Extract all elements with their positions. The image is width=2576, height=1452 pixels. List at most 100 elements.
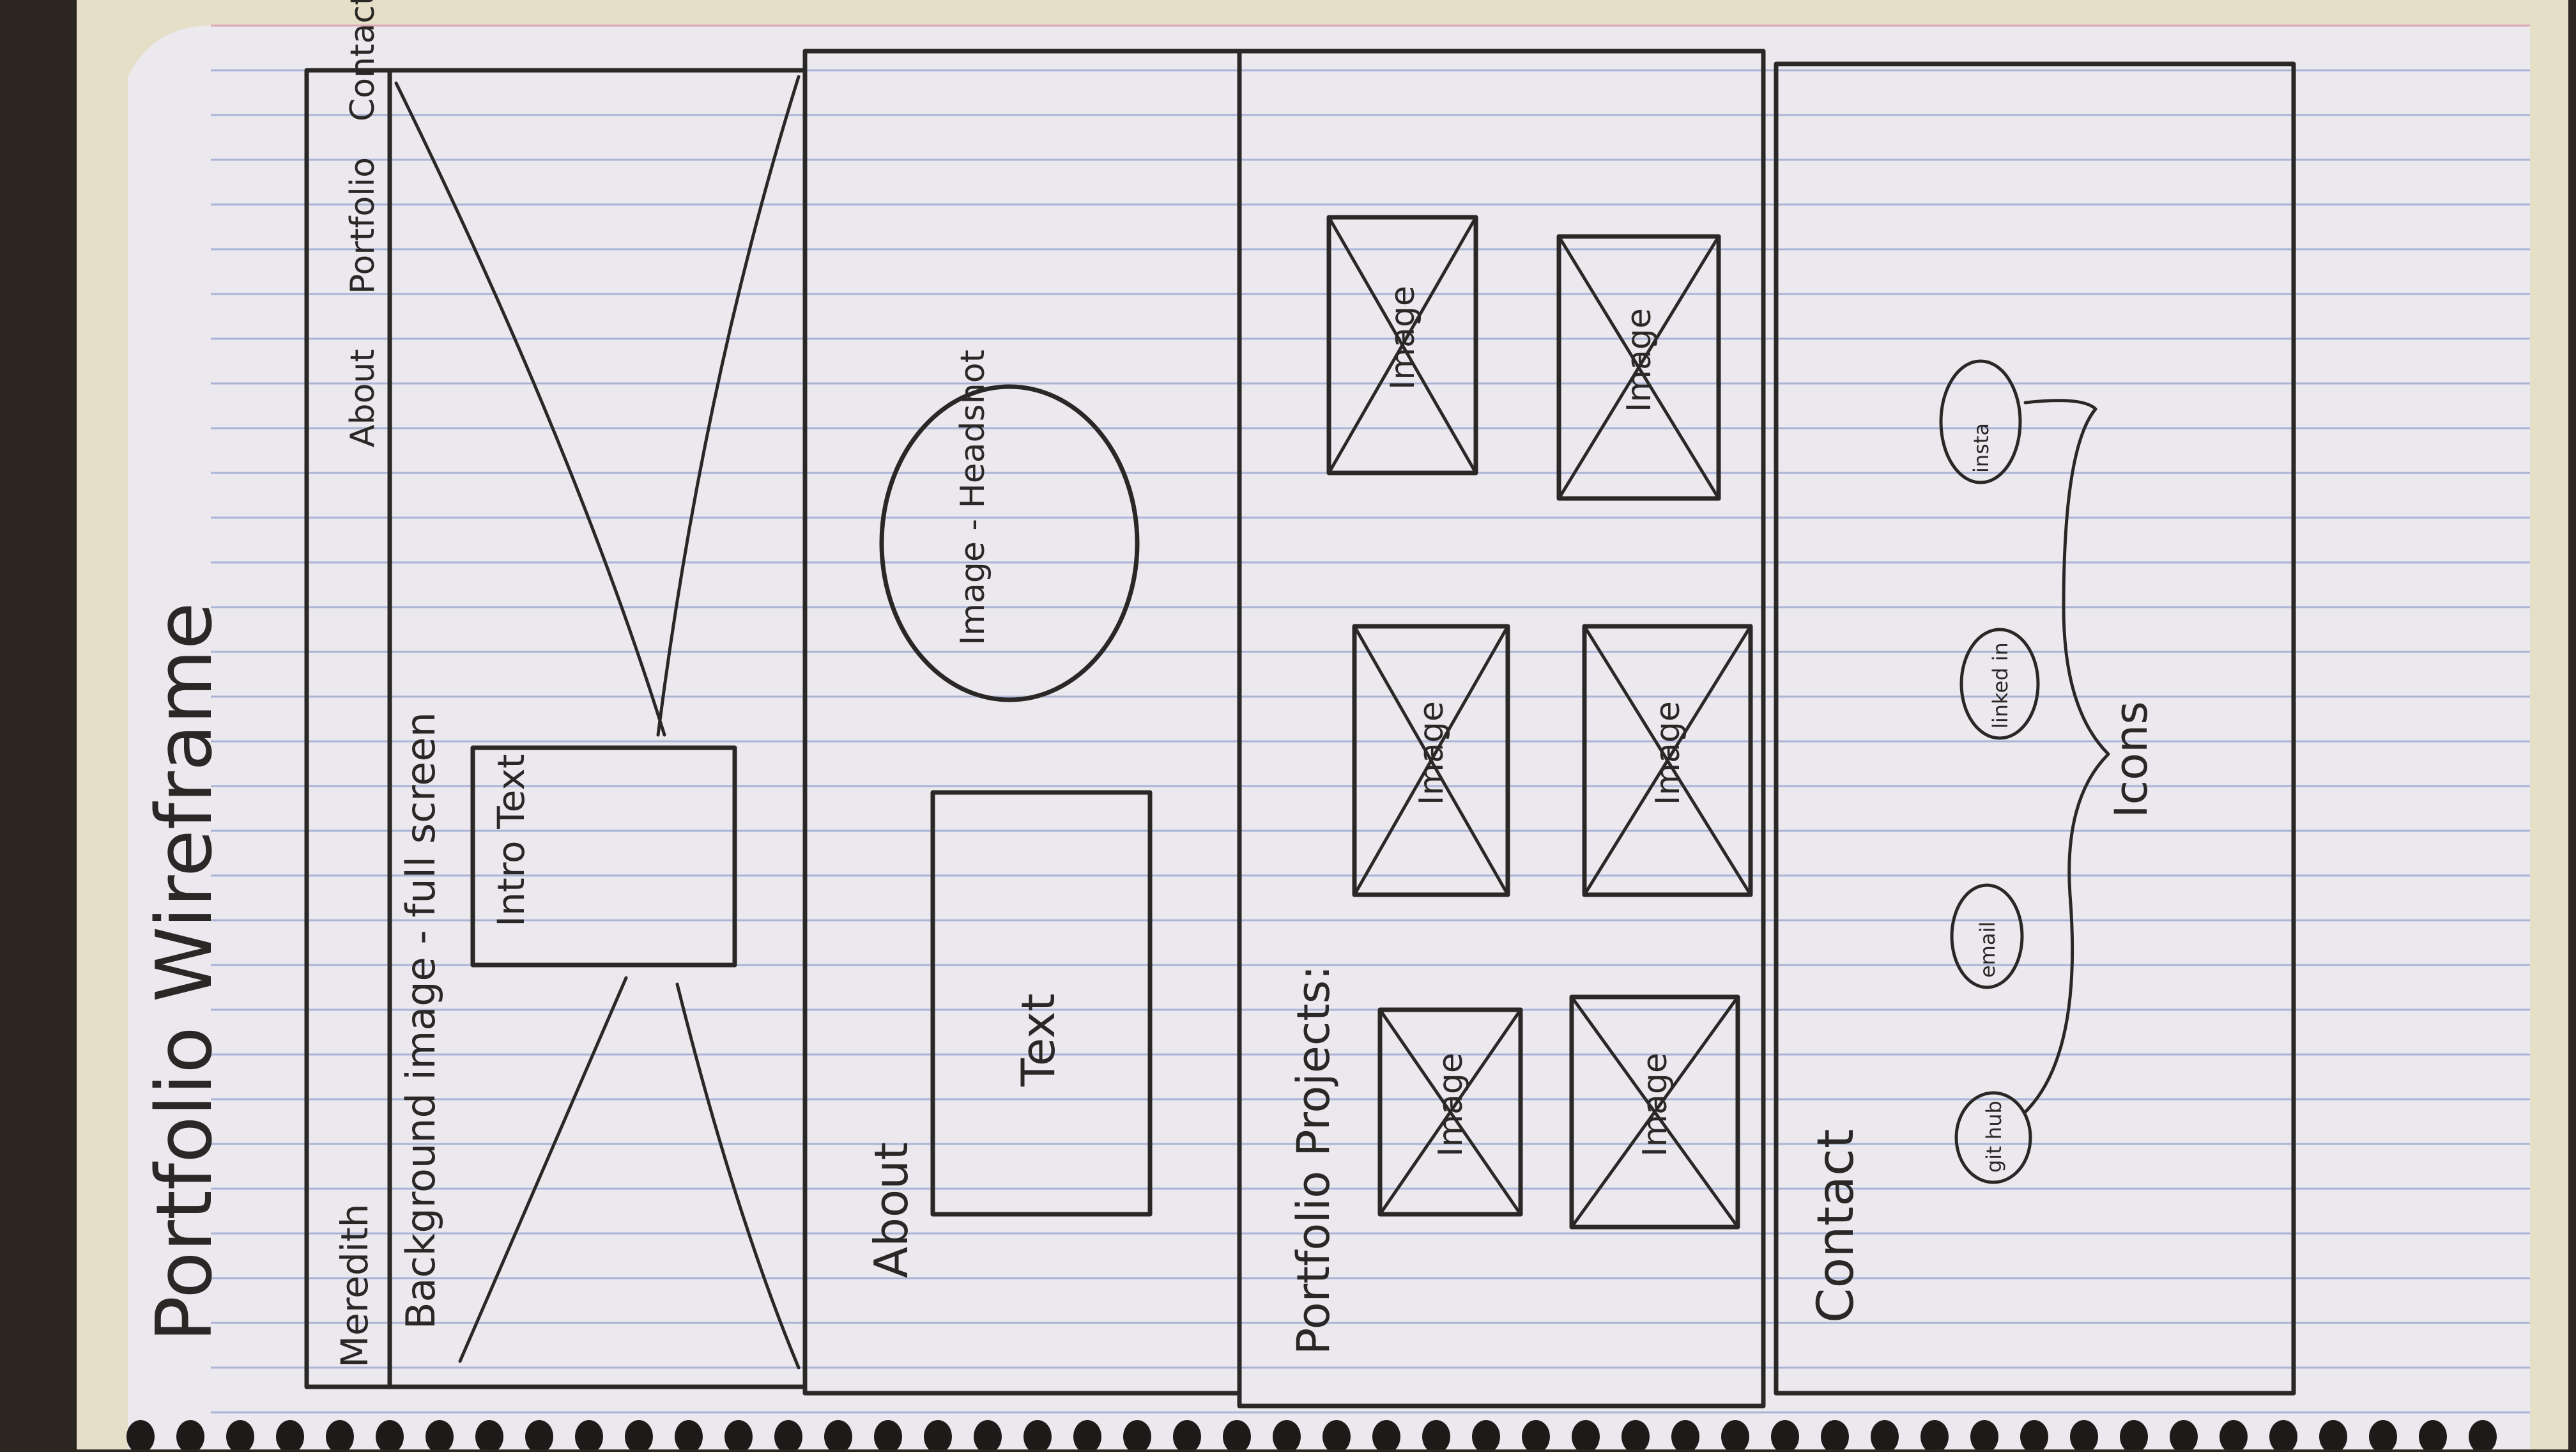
spiral-hole	[1223, 1420, 1251, 1452]
notebook-page	[128, 26, 2530, 1449]
spiral-hole	[2220, 1420, 2248, 1452]
spiral-hole	[2020, 1420, 2048, 1452]
spiral-hole	[425, 1420, 454, 1452]
contact-icon[interactable]: git hub	[1954, 1091, 2032, 1184]
portfolio-image-placeholder: Image	[1352, 624, 1510, 897]
spiral-hole	[1771, 1420, 1799, 1452]
spiral-hole	[1073, 1420, 1101, 1452]
image-cross-line	[1583, 624, 1752, 897]
contact-heading: Contact	[1807, 1129, 1865, 1323]
image-cross-line	[1378, 1008, 1522, 1216]
image-label: Image	[1432, 1053, 1470, 1157]
image-frame	[1556, 234, 1721, 501]
portfolio-image-placeholder: Image	[1326, 215, 1478, 475]
image-label: Image	[1384, 286, 1422, 390]
contact-icon-circle	[1950, 883, 2024, 989]
image-cross-line	[1327, 215, 1478, 475]
spiral-hole	[1821, 1420, 1849, 1452]
spiral-hole	[1671, 1420, 1699, 1452]
image-cross-line	[1557, 235, 1721, 500]
portfolio-image-placeholder: Image	[1377, 1007, 1523, 1217]
image-cross-line	[1570, 995, 1740, 1229]
image-frame	[1326, 215, 1478, 475]
portfolio-image-placeholder: Image	[1556, 234, 1721, 501]
spiral-hole	[525, 1420, 553, 1452]
icons-label: Icons	[2105, 701, 2158, 818]
image-label: Image	[1636, 1053, 1675, 1157]
nav-portfolio[interactable]: Portfolio	[344, 157, 382, 294]
about-text-box	[930, 790, 1153, 1217]
spiral-hole	[1721, 1420, 1749, 1452]
spiral-hole	[824, 1420, 852, 1452]
spiral-hole	[1920, 1420, 1949, 1452]
spiral-hole	[2469, 1420, 2497, 1452]
image-frame	[1377, 1007, 1523, 1217]
spiral-hole	[176, 1420, 204, 1452]
contact-icon-label: git hub	[1982, 1101, 2006, 1173]
spiral-hole	[1273, 1420, 1301, 1452]
contact-icon-circle	[1939, 359, 2022, 484]
intro-text-label: Intro Text	[489, 754, 533, 927]
intro-text-box	[470, 745, 737, 968]
hero-bg-cross-line	[458, 976, 628, 1363]
spiral-hole	[1123, 1420, 1151, 1452]
spiral-hole	[1322, 1420, 1351, 1452]
contact-icon[interactable]: insta	[1939, 359, 2022, 484]
spiral-hole	[376, 1420, 404, 1452]
portfolio-image-placeholder: Image	[1569, 994, 1740, 1230]
spiral-hole	[2269, 1420, 2297, 1452]
hero-bg-cross-line	[394, 81, 666, 737]
hero-background-label: Background image - full screen	[397, 712, 444, 1329]
contact-section-box	[1774, 61, 2296, 1396]
about-heading: About	[864, 1142, 918, 1278]
spiral-hole	[724, 1420, 753, 1452]
spiral-hole	[1970, 1420, 1998, 1452]
spiral-hole	[276, 1420, 304, 1452]
hero-bg-cross-line	[656, 75, 801, 737]
portfolio-image-placeholder: Image	[1582, 624, 1753, 897]
spiral-hole	[2419, 1420, 2447, 1452]
spiral-hole	[1572, 1420, 1600, 1452]
spiral-hole	[1472, 1420, 1500, 1452]
spiral-hole	[226, 1420, 254, 1452]
contact-icons: git hub email linked in insta	[1939, 359, 2040, 1184]
spiral-hole	[326, 1420, 354, 1452]
spiral-hole	[1023, 1420, 1052, 1452]
spiral-hole	[774, 1420, 802, 1452]
spiral-hole	[1621, 1420, 1650, 1452]
nav-about[interactable]: About	[344, 349, 382, 447]
spiral-holes	[126, 1420, 2497, 1452]
spiral-hole	[1522, 1420, 1550, 1452]
spiral-hole	[675, 1420, 703, 1452]
spiral-hole	[1173, 1420, 1201, 1452]
ruled-lines	[211, 69, 2530, 1414]
image-label: Image	[1620, 308, 1659, 412]
nav-contact[interactable]: Contact	[344, 0, 382, 121]
contact-icon-circle	[1959, 628, 2040, 740]
spiral-hole	[2319, 1420, 2347, 1452]
image-frame	[1569, 994, 1740, 1230]
headshot-circle	[879, 384, 1140, 702]
image-label: Image	[1649, 701, 1687, 805]
spiral-hole	[2369, 1420, 2397, 1452]
spiral-hole	[126, 1420, 155, 1452]
image-frame	[1582, 624, 1753, 897]
contact-icon-circle	[1954, 1091, 2032, 1184]
contact-icon[interactable]: email	[1950, 883, 2024, 989]
spiral-hole	[924, 1420, 952, 1452]
contact-icon-label: email	[1975, 922, 2000, 978]
spiral-hole	[974, 1420, 1002, 1452]
page-title: Portfolio Wireframe	[141, 602, 229, 1342]
contact-icon-label: insta	[1969, 423, 1993, 473]
contact-icon[interactable]: linked in	[1959, 628, 2040, 740]
portfolio-section-box	[1237, 49, 1766, 1409]
spiral-hole	[2070, 1420, 2098, 1452]
contact-icon-label: linked in	[1988, 642, 2012, 729]
spiral-hole	[2120, 1420, 2148, 1452]
spiral-hole	[1871, 1420, 1899, 1452]
spiral-hole	[625, 1420, 653, 1452]
spiral-hole	[1372, 1420, 1400, 1452]
